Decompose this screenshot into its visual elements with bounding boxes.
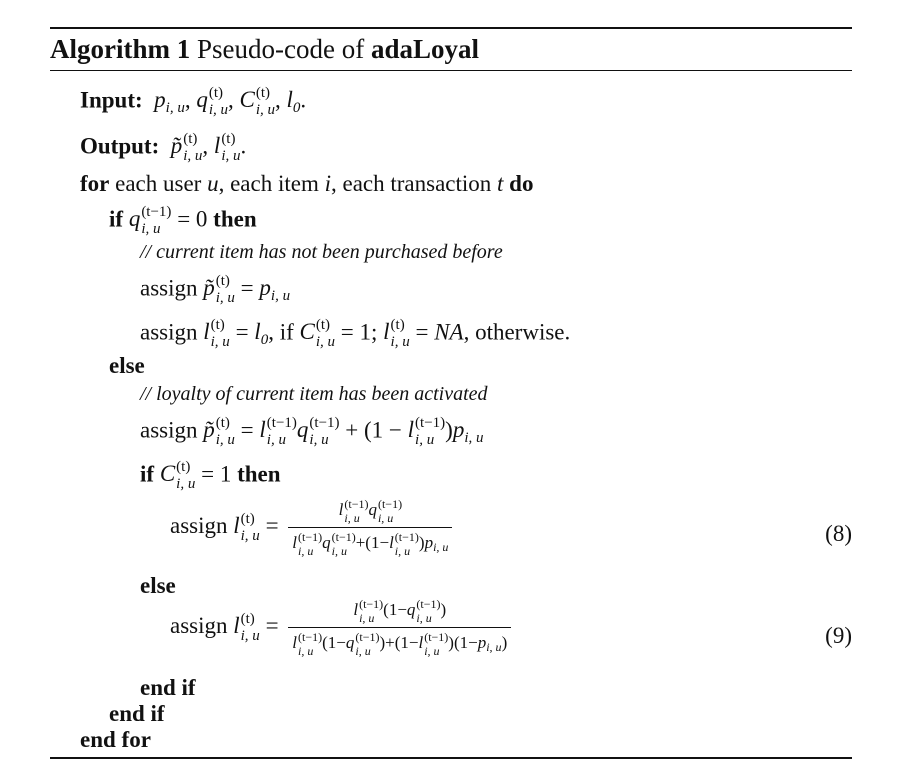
assign-keyword: assign: [140, 417, 198, 443]
assign-l-line-1: assign l(t)i, u = l0, if C(t)i, u = 1; l…: [140, 317, 571, 350]
else-keyword: else: [140, 573, 176, 598]
if-keyword: if: [140, 461, 155, 487]
end-for-line: end for: [80, 726, 151, 754]
if-line-2: if C(t)i, u = 1 then: [140, 459, 281, 492]
if-clause: , if: [268, 319, 294, 345]
assign-p-line-1: assign p̃(t)i, u = pi, u: [140, 273, 291, 306]
for-keyword: for: [80, 171, 110, 196]
otherwise-text: , otherwise.: [463, 319, 571, 345]
math-l0: l0: [286, 87, 301, 117]
for-line: for each user u, each item i, each trans…: [80, 171, 534, 196]
equation-number-8: (8): [825, 521, 852, 546]
else-line-2: else: [140, 572, 176, 600]
output-keyword: Output:: [80, 133, 160, 159]
algorithm-name: adaLoyal: [370, 34, 479, 64]
value-one: 1: [359, 319, 372, 345]
math-p: pi, u: [148, 87, 185, 117]
end-for-keyword: end for: [80, 727, 151, 752]
math-l: l(t)i, u: [213, 131, 241, 164]
assign-keyword: assign: [170, 512, 228, 538]
assign-keyword: assign: [140, 275, 198, 301]
caption-rule: [50, 70, 852, 71]
end-if-keyword: end if: [109, 701, 165, 726]
then-keyword: then: [237, 461, 281, 487]
do-keyword: do: [509, 171, 534, 196]
equation-9-line: assign l(t)i, u = l(t−1)i, u(1−q(t−1)i, …: [170, 598, 515, 657]
comment-loyalty-activated: // loyalty of current item has been acti…: [140, 383, 488, 405]
if-line-1: if q(t−1)i, u = 0 then: [109, 204, 257, 237]
math-q: q(t)i, u: [196, 85, 228, 118]
algorithm-title-prefix: Pseudo-code of: [196, 34, 365, 64]
for-each-item: , each item: [218, 171, 319, 196]
math-c: C(t)i, u: [239, 85, 276, 118]
algorithm-label: Algorithm 1: [50, 34, 191, 64]
for-each-user: each user: [115, 171, 202, 196]
equation-9-fraction: l(t−1)i, u(1−q(t−1)i, u) l(t−1)i, u(1−q(…: [288, 598, 512, 657]
end-if-keyword: end if: [140, 675, 196, 700]
for-each-transaction: , each transaction: [330, 171, 492, 196]
output-line: Output: p̃(t)i, u, l(t)i, u.: [80, 131, 247, 164]
else-keyword: else: [109, 353, 145, 378]
else-line-1: else: [109, 352, 145, 380]
end-if-outer: end if: [109, 700, 165, 728]
comment-not-purchased: // current item has not been purchased b…: [140, 241, 503, 263]
if-keyword: if: [109, 206, 124, 232]
assign-keyword: assign: [170, 612, 228, 638]
value-zero: 0: [195, 206, 208, 232]
then-keyword: then: [213, 206, 257, 232]
input-keyword: Input:: [80, 87, 143, 113]
assign-keyword: assign: [140, 319, 198, 345]
value-na: NA: [434, 319, 464, 345]
end-if-inner: end if: [140, 674, 196, 702]
equation-number-9: (9): [825, 623, 852, 648]
top-rule: [50, 27, 852, 29]
value-one: 1: [219, 461, 232, 487]
bottom-rule: [50, 757, 852, 759]
input-line: Input: pi, u, q(t)i, u, C(t)i, u, l0.: [80, 85, 307, 118]
math-p-tilde: p̃(t)i, u: [165, 131, 203, 164]
algorithm-caption: Algorithm 1 Pseudo-code of adaLoyal: [50, 30, 479, 68]
